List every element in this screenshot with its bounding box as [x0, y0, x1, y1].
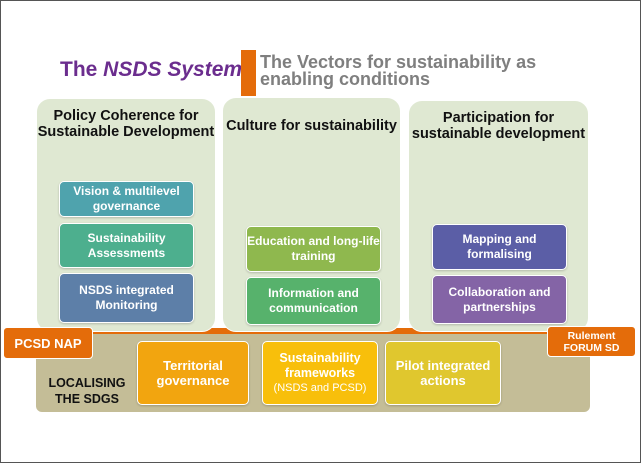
column-policy-coherence: Policy Coherence for Sustainable Develop… [36, 98, 216, 332]
box-territorial-governance: Territorial governance [137, 341, 249, 405]
box-sustainability-assessments: Sustainability Assessments [59, 223, 194, 268]
divider-bar [241, 50, 256, 96]
rulement-forum-tag: Rulement FORUM SD [547, 326, 636, 357]
title-italic: NSDS System [103, 58, 243, 81]
box-information: Information and communication [246, 277, 381, 325]
column-title: Participation for sustainable developmen… [411, 110, 586, 142]
column-title: Policy Coherence for Sustainable Develop… [37, 108, 215, 140]
box-education: Education and long-life training [246, 226, 381, 272]
localising-text: LOCALISING THE SDGS [48, 376, 126, 406]
pcsd-nap-tag: PCSD NAP [3, 327, 93, 359]
box-vision: Vision & multilevel governance [59, 181, 194, 217]
column-title: Culture for sustainability [226, 118, 397, 134]
box-pilot-actions: Pilot integrated actions [385, 341, 501, 405]
column-participation: Participation for sustainable developmen… [408, 100, 589, 332]
box-nsds-monitoring: NSDS integrated Monitoring [59, 273, 194, 323]
subtitle: The Vectors for sustainability as enabli… [260, 52, 537, 89]
frameworks-label: Sustainability frameworks [279, 350, 361, 380]
frameworks-sub: (NSDS and PCSD) [273, 381, 367, 394]
box-mapping: Mapping and formalising [432, 224, 567, 270]
column-culture: Culture for sustainability Education and… [222, 97, 401, 332]
box-sustainability-frameworks: Sustainability frameworks (NSDS and PCSD… [262, 341, 378, 405]
localising-label: LOCALISING THE SDGS [42, 375, 132, 407]
box-collaboration: Collaboration and partnerships [432, 275, 567, 324]
page-title: The NSDS System [60, 58, 242, 82]
title-plain: The [60, 58, 104, 81]
